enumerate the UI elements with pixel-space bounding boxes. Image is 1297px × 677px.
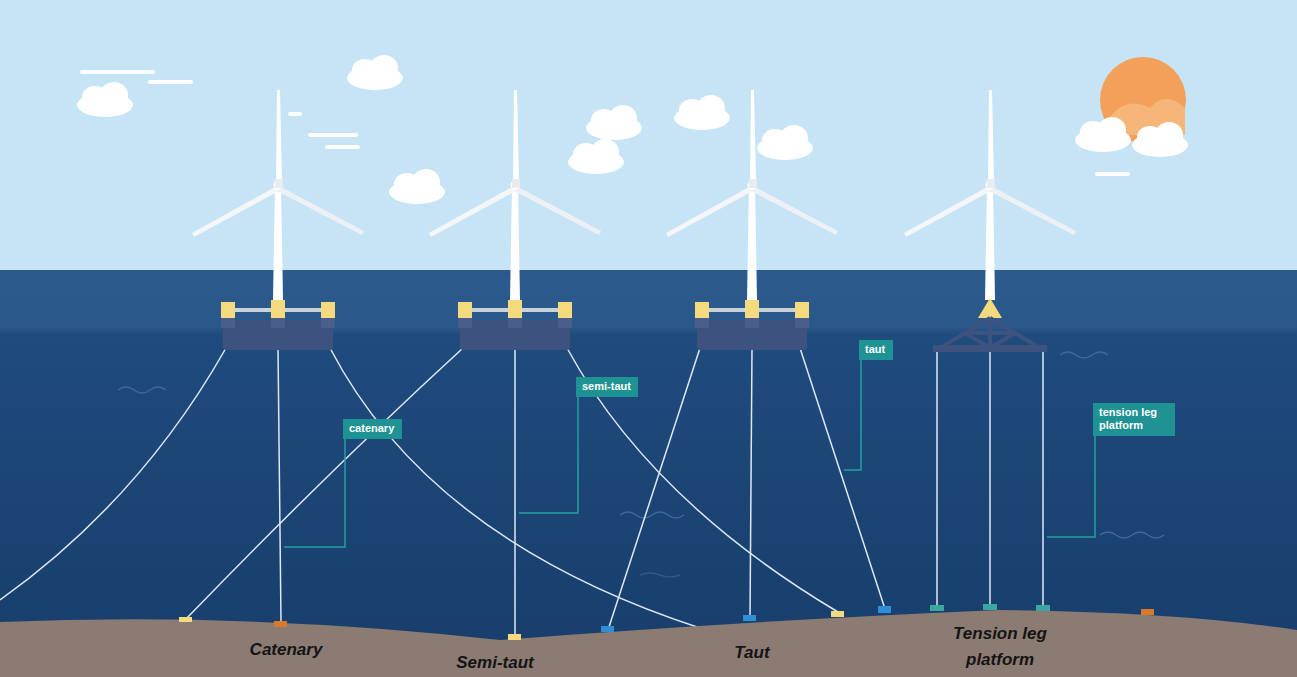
- callout-tag: semi-taut: [576, 377, 638, 397]
- callout-text: tension leg platform: [1099, 406, 1169, 431]
- mooring-type-label: Tension leg platform: [935, 621, 1065, 672]
- clouds: [77, 55, 1188, 204]
- mooring-type-label: Semi-taut: [456, 650, 533, 676]
- callout-text: semi-taut: [582, 380, 632, 393]
- mooring-lines: [0, 348, 1043, 636]
- callout-text: catenary: [349, 422, 396, 435]
- mooring-type-label: Catenary: [250, 637, 323, 663]
- callout-tag: catenary: [343, 419, 402, 439]
- callout-tag: taut: [859, 340, 893, 360]
- leader-lines: [284, 346, 1095, 547]
- seabed: [0, 610, 1297, 677]
- callout-tag: tension leg platform: [1093, 403, 1175, 436]
- sea: [0, 270, 1297, 677]
- waves: [118, 352, 1164, 577]
- turbines: [192, 90, 1076, 300]
- sky: [0, 0, 1297, 272]
- callout-text: taut: [865, 343, 887, 356]
- floating-platforms: [221, 298, 1047, 352]
- mooring-type-label: Taut: [734, 640, 769, 666]
